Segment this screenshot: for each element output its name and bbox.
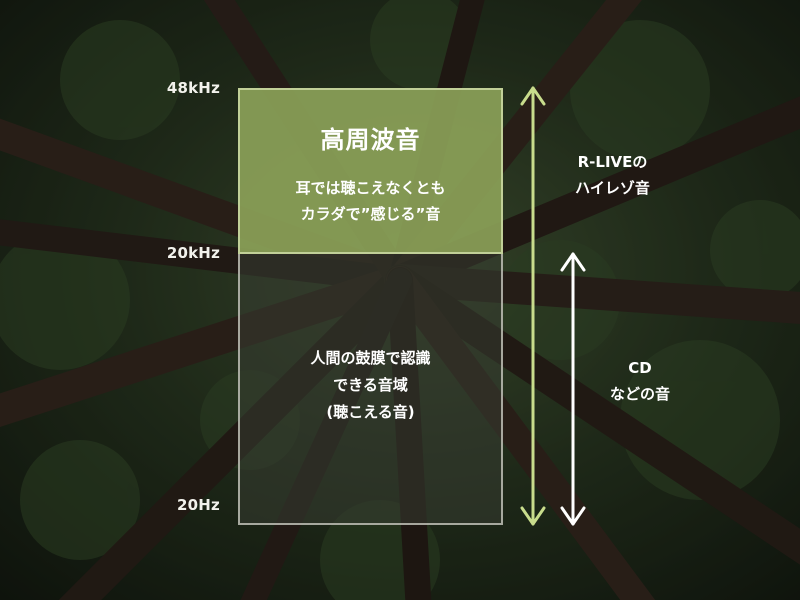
high-band-description: 耳では聴こえなくとも カラダで”感じる”音 bbox=[240, 175, 501, 227]
high-frequency-band-box: 高周波音 耳では聴こえなくとも カラダで”感じる”音 bbox=[238, 88, 503, 254]
audible-band-description-line: できる音域 bbox=[333, 376, 408, 394]
hires-range-label: R-LIVEの ハイレゾ音 bbox=[555, 149, 670, 201]
audible-band-description-line: 人間の鼓膜で認識 bbox=[310, 349, 431, 367]
hires-range-label-line: R-LIVEの bbox=[577, 153, 648, 171]
high-band-description-line: カラダで”感じる”音 bbox=[300, 205, 441, 223]
cd-range-label-line: などの音 bbox=[609, 385, 670, 403]
frequency-label-20khz: 20kHz bbox=[166, 244, 220, 262]
audible-band-description-line: (聴こえる音) bbox=[326, 403, 415, 421]
high-band-title: 高周波音 bbox=[320, 126, 421, 154]
hires-range-arrow bbox=[520, 86, 546, 526]
cd-range-label-line: CD bbox=[628, 359, 652, 377]
high-band-description-line: 耳では聴こえなくとも bbox=[295, 179, 446, 197]
cd-range-arrow bbox=[560, 252, 586, 526]
audible-band-description: 人間の鼓膜で認識 できる音域 (聴こえる音) bbox=[240, 345, 501, 426]
hires-range-label-line: ハイレゾ音 bbox=[575, 179, 650, 197]
frequency-label-20hz: 20Hz bbox=[177, 496, 220, 514]
cd-range-label: CD などの音 bbox=[590, 355, 690, 407]
audible-band-box: 人間の鼓膜で認識 できる音域 (聴こえる音) bbox=[238, 254, 503, 525]
frequency-label-48khz: 48kHz bbox=[166, 79, 220, 97]
